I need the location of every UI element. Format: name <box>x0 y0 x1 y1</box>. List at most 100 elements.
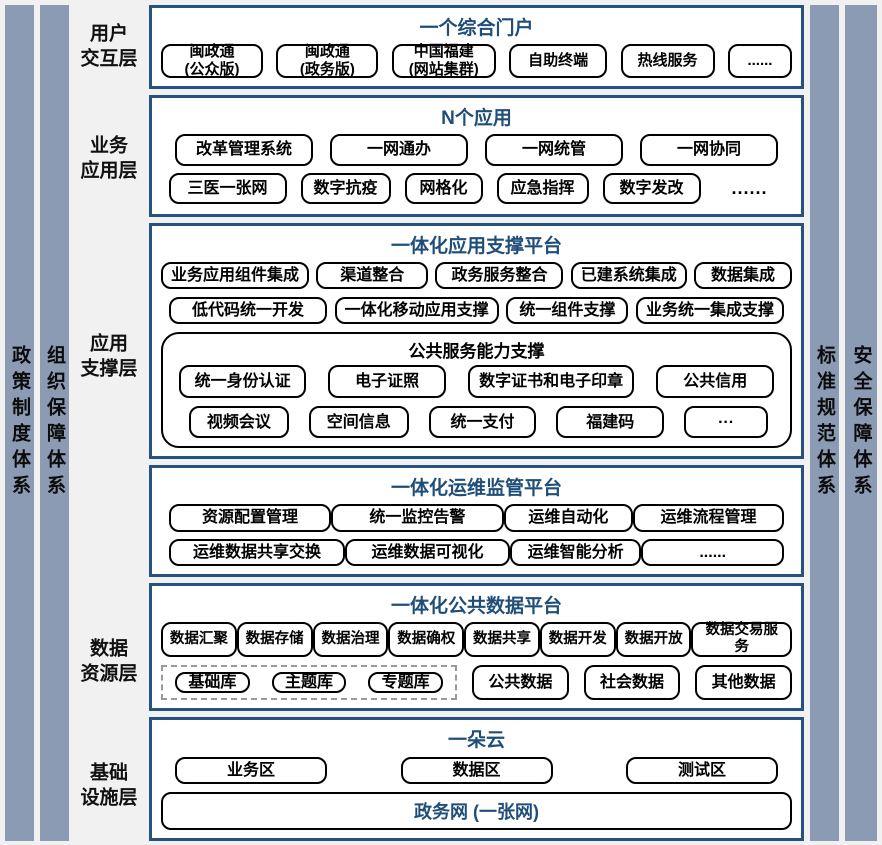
app-item: 一网统管 <box>485 134 623 166</box>
apps-ellipsis: ...... <box>731 177 768 198</box>
app-support-row-2: 低代码统一开发 一体化移动应用支撑 统一组件支撑 业务统一集成支撑 <box>169 297 784 325</box>
section-portal: 一个综合门户 闽政通 (公众版) 闽政通 (政务版) 中国福建 (网站集群) 自… <box>149 5 804 89</box>
common-service-item: 公共信用 <box>656 365 774 398</box>
common-services-box: 公共服务能力支撑 统一身份认证 电子证照 数字证书和电子印章 公共信用 视频会议… <box>161 332 792 449</box>
common-service-item: 福建码 <box>556 405 665 439</box>
app-item: 三医一张网 <box>168 172 287 205</box>
data-item: 其他数据 <box>695 664 793 700</box>
section-ops-platform: 一体化运维监管平台 资源配置管理 统一监控告警 运维自动化 运维流程管理 运维数… <box>149 465 804 577</box>
app-item: 一网通办 <box>330 134 468 166</box>
support-item: 业务统一集成支撑 <box>635 297 784 325</box>
app-item: 一网协同 <box>640 134 778 166</box>
data-platform-title: 一体化公共数据平台 <box>390 595 562 617</box>
data-item: 数据开发 <box>539 621 616 657</box>
support-item: 一体化移动应用支撑 <box>334 297 499 325</box>
common-service-item: 电子证照 <box>328 365 446 398</box>
app-item: 应急指挥 <box>496 172 589 205</box>
data-item: 数据治理 <box>312 621 389 657</box>
app-item: 数字发改 <box>602 172 701 205</box>
layer-label-column: 用户 交互层 业务 应用层 应用 支撑层 数据 资源层 基础 设施层 <box>75 5 143 841</box>
common-services-title: 公共服务能力支撑 <box>408 342 545 362</box>
section-data-platform: 一体化公共数据平台 数据汇聚 数据存储 数据治理 数据确权 数据共享 数据开发 … <box>149 582 804 711</box>
ops-item: 统一监控告警 <box>330 504 504 532</box>
pillar-security-label: 安全保障体系 <box>850 345 872 501</box>
data-item: 数据存储 <box>236 621 313 657</box>
data-row-1: 数据汇聚 数据存储 数据治理 数据确权 数据共享 数据开发 数据开放 数据交易服… <box>161 621 792 657</box>
library-item: 专题库 <box>368 671 444 693</box>
support-item: 数据集成 <box>693 262 792 290</box>
common-service-item-ellipsis: ··· <box>684 405 768 439</box>
app-support-title: 一体化应用支撑平台 <box>390 236 562 258</box>
pillar-standards-system: 标准规范体系 <box>810 5 839 841</box>
data-item: 数据共享 <box>464 621 540 657</box>
zone-item: 业务区 <box>175 756 327 784</box>
zone-item: 测试区 <box>626 756 778 784</box>
main-content: 一个综合门户 闽政通 (公众版) 闽政通 (政务版) 中国福建 (网站集群) 自… <box>149 5 804 841</box>
app-item: 改革管理系统 <box>175 134 313 166</box>
section-infrastructure: 一朵云 业务区 数据区 测试区 政务网 (一张网) <box>149 716 804 841</box>
ops-row-2: 运维数据共享交换 运维数据可视化 运维智能分析 ...... <box>169 538 784 566</box>
portal-item: 自助终端 <box>509 44 608 78</box>
layer-label-data-resources: 数据 资源层 <box>80 638 138 684</box>
portal-items-row: 闽政通 (公众版) 闽政通 (政务版) 中国福建 (网站集群) 自助终端 热线服… <box>161 43 792 78</box>
ops-item: 运维智能分析 <box>509 538 642 566</box>
applications-row-2: 三医一张网 数字抗疫 网格化 应急指挥 数字发改 ...... <box>161 172 792 205</box>
section-app-support-platform: 一体化应用支撑平台 业务应用组件集成 渠道整合 政务服务整合 已建系统集成 数据… <box>149 223 804 460</box>
ops-row-1: 资源配置管理 统一监控告警 运维自动化 运维流程管理 <box>169 504 784 532</box>
ops-item: 运维数据共享交换 <box>169 538 346 566</box>
support-item: 政务服务整合 <box>435 262 564 290</box>
government-network-bar: 政务网 (一张网) <box>161 792 792 830</box>
infrastructure-title: 一朵云 <box>447 729 505 751</box>
portal-title: 一个综合门户 <box>419 18 534 39</box>
layer-label-app-support: 应用 支撑层 <box>80 333 138 379</box>
ops-item: 运维数据可视化 <box>345 538 510 566</box>
pillar-organization-label: 组织保障体系 <box>44 345 65 501</box>
layer-label-infrastructure: 基础 设施层 <box>80 762 138 808</box>
library-item: 基础库 <box>175 671 250 693</box>
ops-item: 运维流程管理 <box>632 504 784 532</box>
database-libraries-group: 基础库 主题库 专题库 <box>161 664 457 700</box>
common-service-item: 统一身份认证 <box>179 365 307 398</box>
support-item: 统一组件支撑 <box>506 297 629 325</box>
data-item: 社会数据 <box>583 664 681 700</box>
applications-title: N个应用 <box>441 108 512 129</box>
pillar-security-system: 安全保障体系 <box>845 5 877 841</box>
data-item: 公共数据 <box>472 664 569 700</box>
applications-row-1: 改革管理系统 一网通办 一网统管 一网协同 <box>175 134 778 166</box>
common-services-row-2: 视频会议 空间信息 统一支付 福建码 ··· <box>189 405 768 439</box>
common-service-item: 视频会议 <box>189 405 289 439</box>
portal-item: 闽政通 (政务版) <box>276 43 379 78</box>
common-service-item: 数字证书和电子印章 <box>467 365 635 398</box>
library-item: 主题库 <box>271 671 347 693</box>
data-item: 数据汇聚 <box>161 621 237 657</box>
common-services-row-1: 统一身份认证 电子证照 数字证书和电子印章 公共信用 <box>179 365 774 398</box>
ops-item: 运维自动化 <box>503 504 633 532</box>
portal-item-ellipsis: ...... <box>727 44 792 78</box>
pillar-policy-system: 政策制度体系 <box>5 5 34 841</box>
ops-title: 一体化运维监管平台 <box>390 478 562 500</box>
pillar-policy-label: 政策制度体系 <box>9 345 30 501</box>
common-service-item: 统一支付 <box>428 405 537 439</box>
data-item: 数据确权 <box>388 621 465 657</box>
layer-label-user-interaction: 用户 交互层 <box>80 23 138 69</box>
portal-item: 闽政通 (公众版) <box>161 43 263 78</box>
support-item: 渠道整合 <box>316 262 429 290</box>
pillar-standards-label: 标准规范体系 <box>814 345 835 501</box>
data-row-2: 基础库 主题库 专题库 公共数据 社会数据 其他数据 <box>161 664 793 700</box>
pillar-organization-system: 组织保障体系 <box>40 5 69 841</box>
layer-label-business-apps: 业务 应用层 <box>80 135 138 181</box>
cloud-zones-row: 业务区 数据区 测试区 <box>175 756 778 784</box>
zone-item: 数据区 <box>400 756 553 784</box>
support-item: 已建系统集成 <box>570 262 687 290</box>
support-item: 业务应用组件集成 <box>161 262 310 290</box>
portal-item: 中国福建 (网站集群) <box>391 43 496 78</box>
data-item: 数据开放 <box>615 621 692 657</box>
app-item: 网格化 <box>404 172 483 205</box>
app-item: 数字抗疫 <box>300 172 391 205</box>
ops-item: 资源配置管理 <box>169 504 331 532</box>
common-service-item: 空间信息 <box>308 405 409 439</box>
app-support-row-1: 业务应用组件集成 渠道整合 政务服务整合 已建系统集成 数据集成 <box>161 262 792 290</box>
ops-item-ellipsis: ...... <box>641 538 784 566</box>
portal-item: 热线服务 <box>620 44 715 78</box>
